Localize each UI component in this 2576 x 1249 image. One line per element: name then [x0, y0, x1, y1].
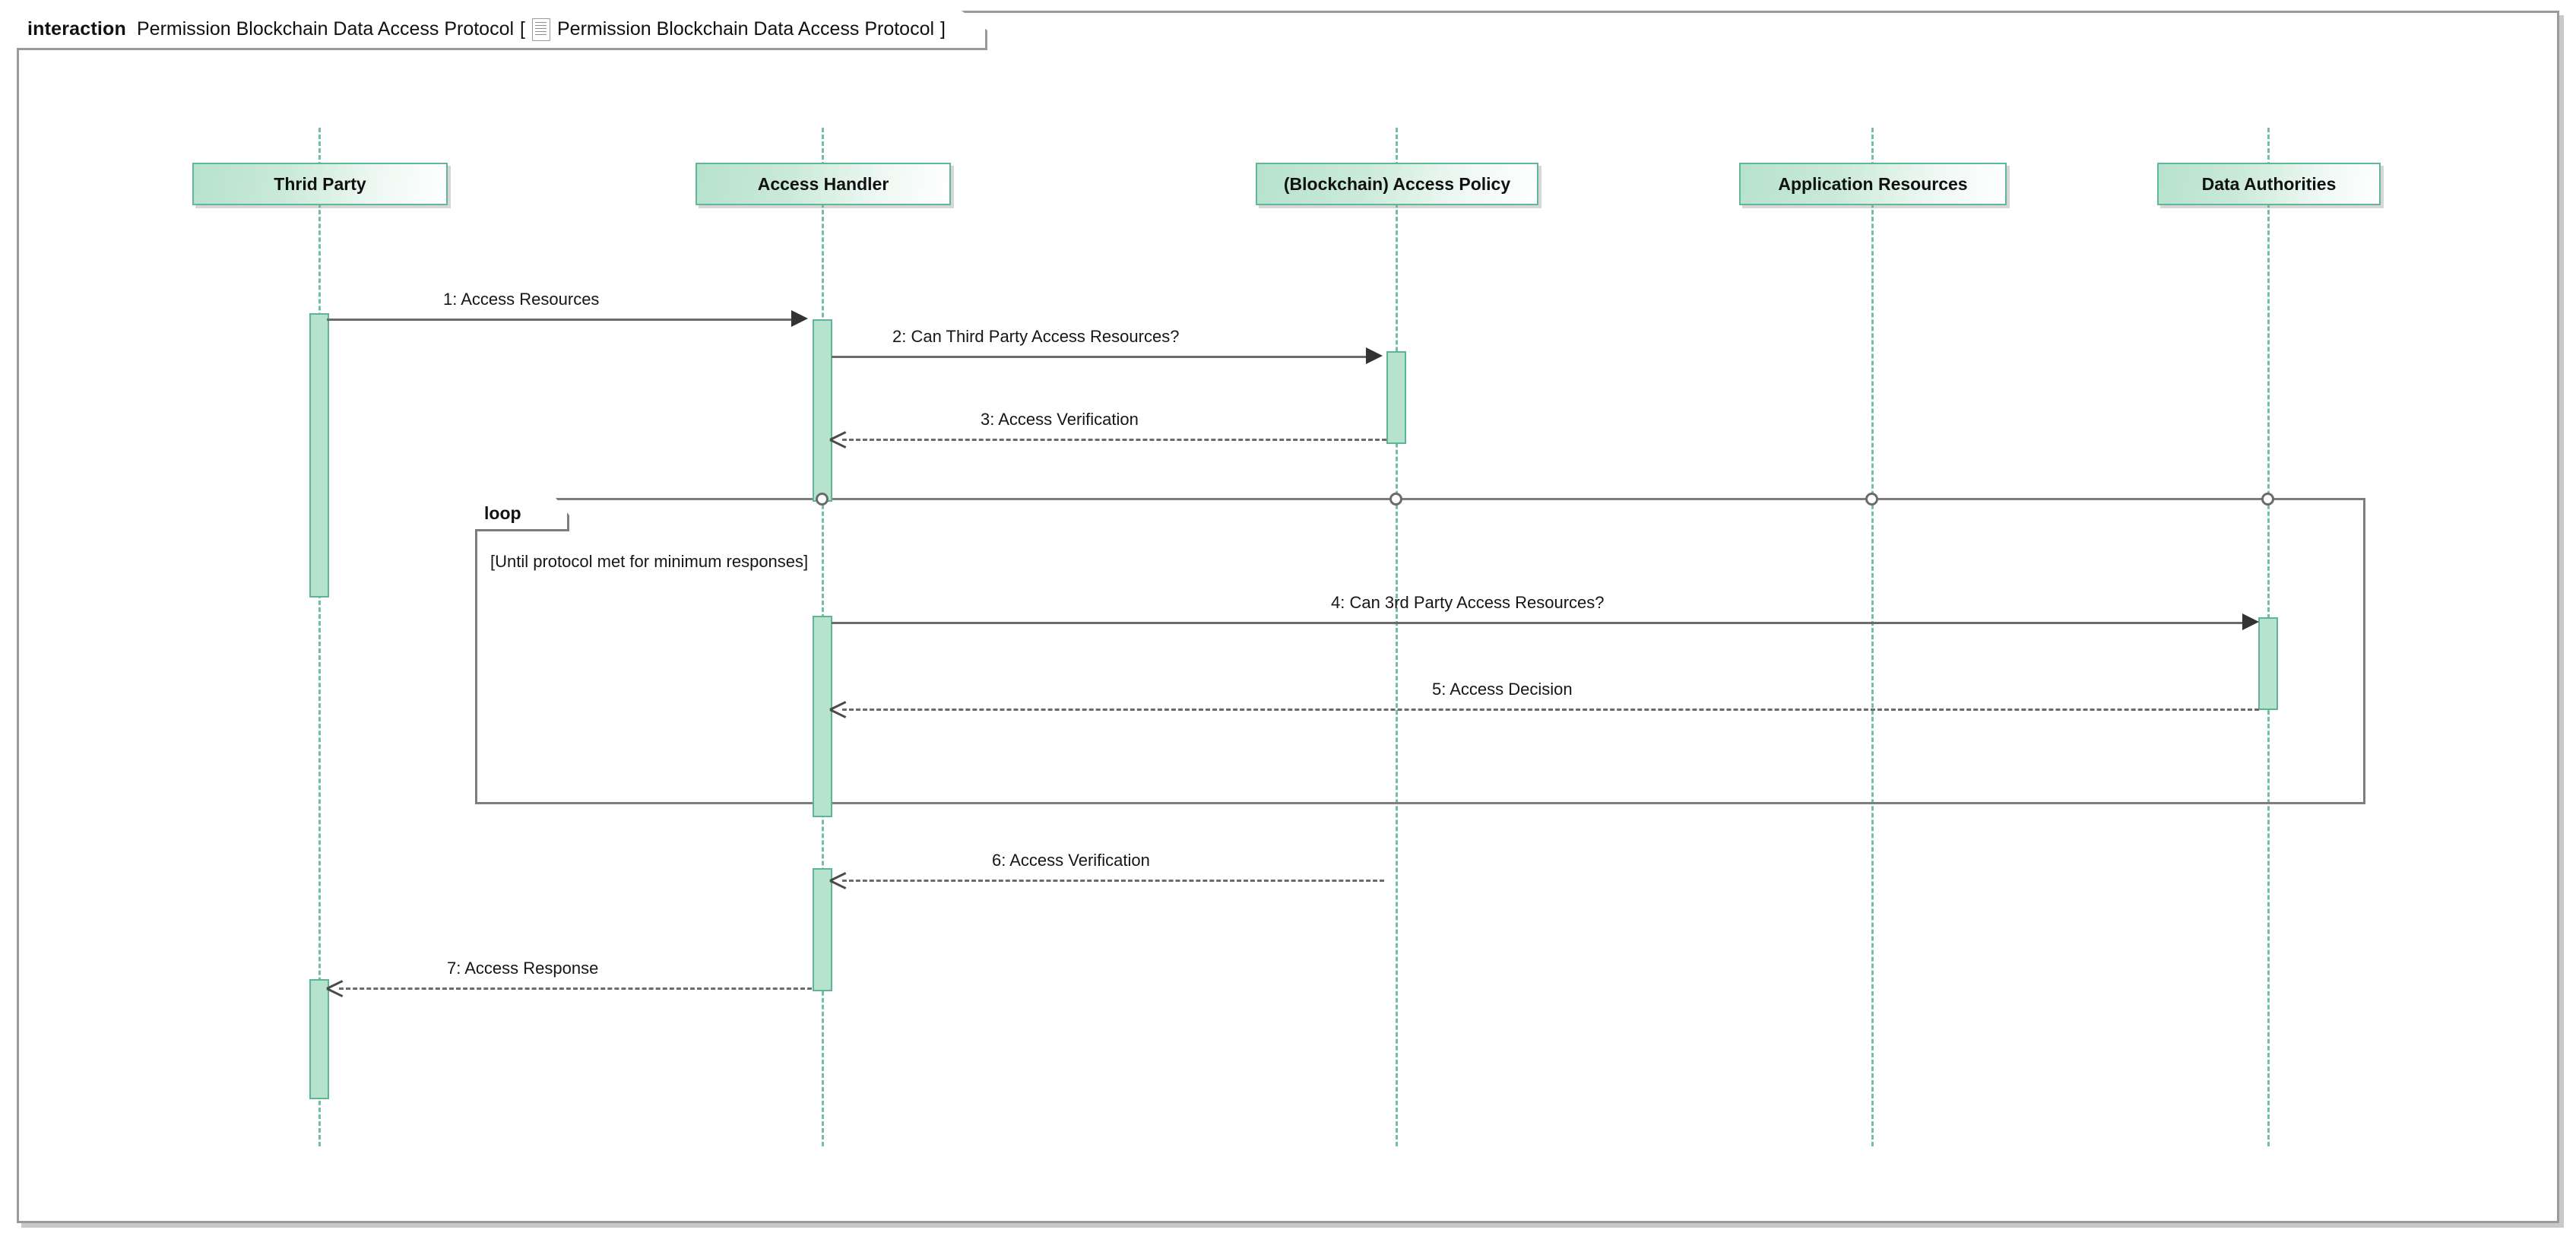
interaction-frame [17, 11, 2559, 1223]
document-icon [532, 18, 550, 41]
frame-ref-title: Permission Blockchain Data Access Protoc… [557, 18, 935, 40]
loop-operator-label: loop [484, 503, 521, 523]
message-label-5: 5: Access Decision [1432, 680, 1573, 699]
gate-circle-access-policy [1389, 493, 1402, 506]
loop-fragment-tab: loop [475, 498, 569, 531]
message-arrowhead-5 [830, 700, 847, 717]
activation-thrid-party-1[interactable] [309, 313, 329, 598]
lifeline-line-thrid-party [318, 128, 321, 1146]
frame-keyword: interaction [27, 18, 126, 40]
loop-guard-condition: [Until protocol met for minimum response… [490, 552, 809, 571]
message-arrowhead-2 [1366, 347, 1383, 364]
message-arrowhead-7 [327, 979, 344, 996]
message-label-3: 3: Access Verification [981, 410, 1139, 429]
lifeline-label-application-resources: Application Resources [1778, 173, 1968, 194]
message-label-7: 7: Access Response [447, 959, 599, 978]
message-label-6: 6: Access Verification [992, 851, 1150, 870]
message-line-7[interactable] [339, 987, 812, 990]
lifeline-label-thrid-party: Thrid Party [274, 173, 366, 194]
lifeline-label-access-handler: Access Handler [757, 173, 889, 194]
lifeline-head-thrid-party[interactable]: Thrid Party [192, 163, 448, 205]
lifeline-label-data-authorities: Data Authorities [2201, 173, 2337, 194]
message-label-4: 4: Can 3rd Party Access Resources? [1331, 593, 1605, 612]
lifeline-line-access-policy [1396, 128, 1398, 1146]
message-line-5[interactable] [842, 709, 2259, 711]
frame-bracket-close: ] [940, 18, 946, 40]
message-line-1[interactable] [327, 319, 792, 321]
message-arrowhead-3 [830, 430, 847, 447]
gate-circle-application-resources [1865, 493, 1878, 506]
frame-title: Permission Blockchain Data Access Protoc… [137, 18, 515, 40]
message-arrowhead-4 [2242, 613, 2259, 630]
lifeline-head-application-resources[interactable]: Application Resources [1739, 163, 2007, 205]
message-line-2[interactable] [832, 356, 1367, 358]
lifeline-label-access-policy: (Blockchain) Access Policy [1283, 173, 1511, 194]
lifeline-head-access-handler[interactable]: Access Handler [695, 163, 951, 205]
interaction-frame-tab: interaction Permission Blockchain Data A… [17, 11, 987, 50]
activation-data-authorities-1[interactable] [2258, 617, 2278, 710]
gate-circle-data-authorities [2261, 493, 2274, 506]
message-label-2: 2: Can Third Party Access Resources? [892, 327, 1180, 346]
message-arrowhead-1 [791, 310, 808, 327]
message-line-3[interactable] [842, 439, 1386, 441]
message-label-1: 1: Access Resources [443, 290, 600, 309]
loop-fragment[interactable] [475, 498, 2365, 804]
activation-access-policy-1[interactable] [1386, 351, 1406, 444]
lifeline-head-access-policy[interactable]: (Blockchain) Access Policy [1256, 163, 1538, 205]
gate-circle-access-handler [816, 493, 829, 506]
activation-access-handler-1[interactable] [813, 319, 832, 502]
activation-access-handler-3[interactable] [813, 868, 832, 991]
message-line-4[interactable] [832, 622, 2248, 624]
frame-bracket-open: [ [520, 18, 525, 40]
message-arrowhead-6 [830, 871, 847, 888]
lifeline-line-application-resources [1871, 128, 1874, 1146]
activation-thrid-party-2[interactable] [309, 979, 329, 1099]
message-line-6[interactable] [842, 880, 1384, 882]
lifeline-head-data-authorities[interactable]: Data Authorities [2157, 163, 2381, 205]
